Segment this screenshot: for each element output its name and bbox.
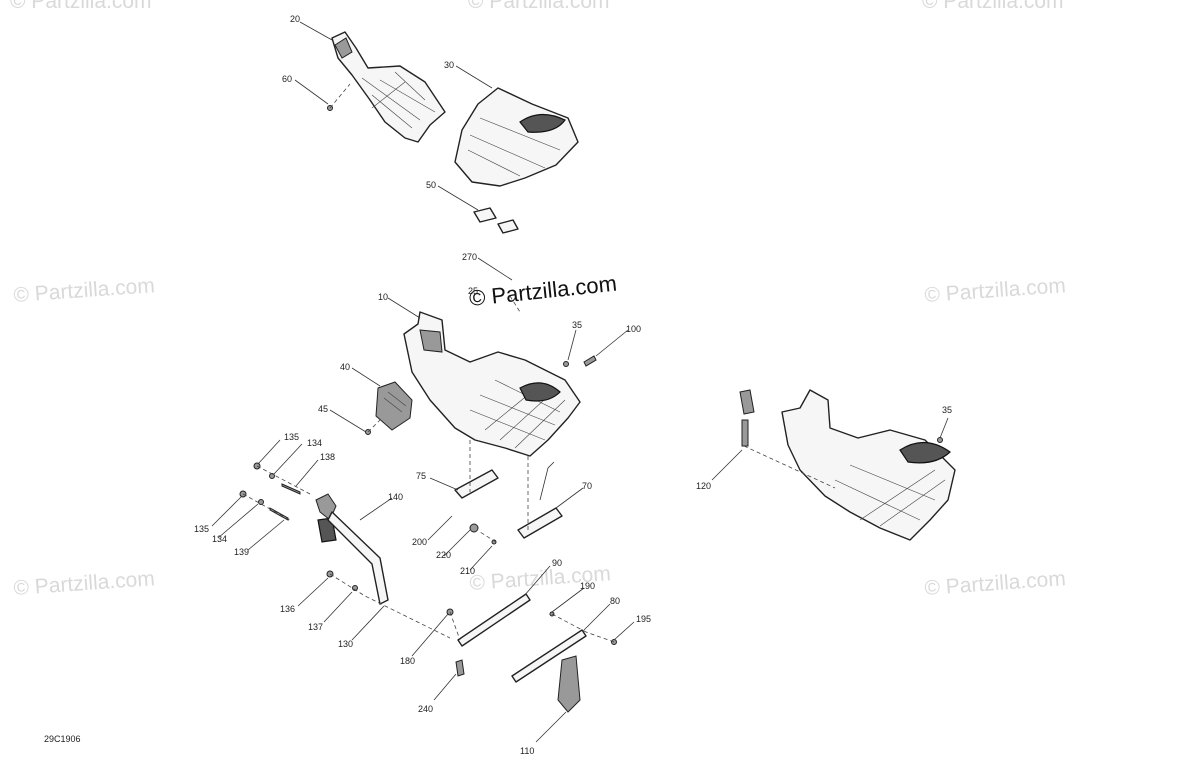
callout-label: 195 <box>636 614 651 624</box>
watermark: © Partzilla.com <box>924 567 1067 600</box>
watermark: © Partzilla.com <box>13 567 156 600</box>
watermark: © Partzilla.com <box>10 0 152 13</box>
callout-label: 120 <box>696 481 711 491</box>
callout-label: 220 <box>436 550 451 560</box>
part-seat-belt <box>315 493 389 605</box>
callout-label: 190 <box>580 581 595 591</box>
callout-label: 45 <box>318 404 328 414</box>
callout-label: 138 <box>320 452 335 462</box>
callout-label: 10 <box>378 292 388 302</box>
callout-label: 60 <box>282 74 292 84</box>
callout-label: 100 <box>626 324 641 334</box>
callout-label: 75 <box>416 471 426 481</box>
callout-label: 134 <box>307 438 322 448</box>
callout-label: 136 <box>280 604 295 614</box>
watermark: © Partzilla.com <box>922 0 1064 13</box>
callout-label: 40 <box>340 362 350 372</box>
callouts: 20 30 60 50 270 10 25 35 100 40 45 135 1… <box>194 14 952 756</box>
part-buckle <box>557 655 581 713</box>
callout-label: 137 <box>308 622 323 632</box>
part-slide-rails <box>454 461 563 539</box>
leaders <box>211 21 949 743</box>
callout-label: 30 <box>444 60 454 70</box>
part-labels <box>473 207 519 234</box>
callout-label: 80 <box>610 596 620 606</box>
callout-label: 20 <box>290 14 300 24</box>
callout-label: 270 <box>462 252 477 262</box>
callout-label: 110 <box>520 746 534 756</box>
callout-label: 135 <box>284 432 299 442</box>
callout-label: 35 <box>572 320 582 330</box>
callout-label: 130 <box>338 639 353 649</box>
assembly-lines <box>242 83 836 643</box>
watermark: © Partzilla.com <box>13 274 156 307</box>
callout-label: 135 <box>194 524 209 534</box>
callout-label: 25 <box>468 286 478 296</box>
drawing-code: 29C1906 <box>44 734 81 744</box>
callout-label: 139 <box>234 547 249 557</box>
watermark: © Partzilla.com <box>924 274 1067 307</box>
part-backrest <box>331 31 446 143</box>
part-side-panel <box>375 381 413 431</box>
watermark: © Partzilla.com <box>468 0 610 13</box>
part-seat-assembly <box>739 389 956 541</box>
callout-label: 35 <box>942 405 952 415</box>
part-tubes <box>457 593 587 683</box>
watermark-main: © Partzilla.com <box>468 271 618 311</box>
callout-label: 200 <box>412 537 427 547</box>
part-seat-frame <box>403 311 581 457</box>
callout-label: 134 <box>212 534 227 544</box>
part-seat-cushion <box>454 87 579 187</box>
callout-label: 210 <box>460 566 475 576</box>
callout-label: 90 <box>552 558 562 568</box>
callout-label: 180 <box>400 656 415 666</box>
callout-label: 140 <box>388 492 403 502</box>
callout-label: 50 <box>426 180 436 190</box>
callout-label: 240 <box>418 704 433 714</box>
callout-label: 70 <box>582 481 592 491</box>
